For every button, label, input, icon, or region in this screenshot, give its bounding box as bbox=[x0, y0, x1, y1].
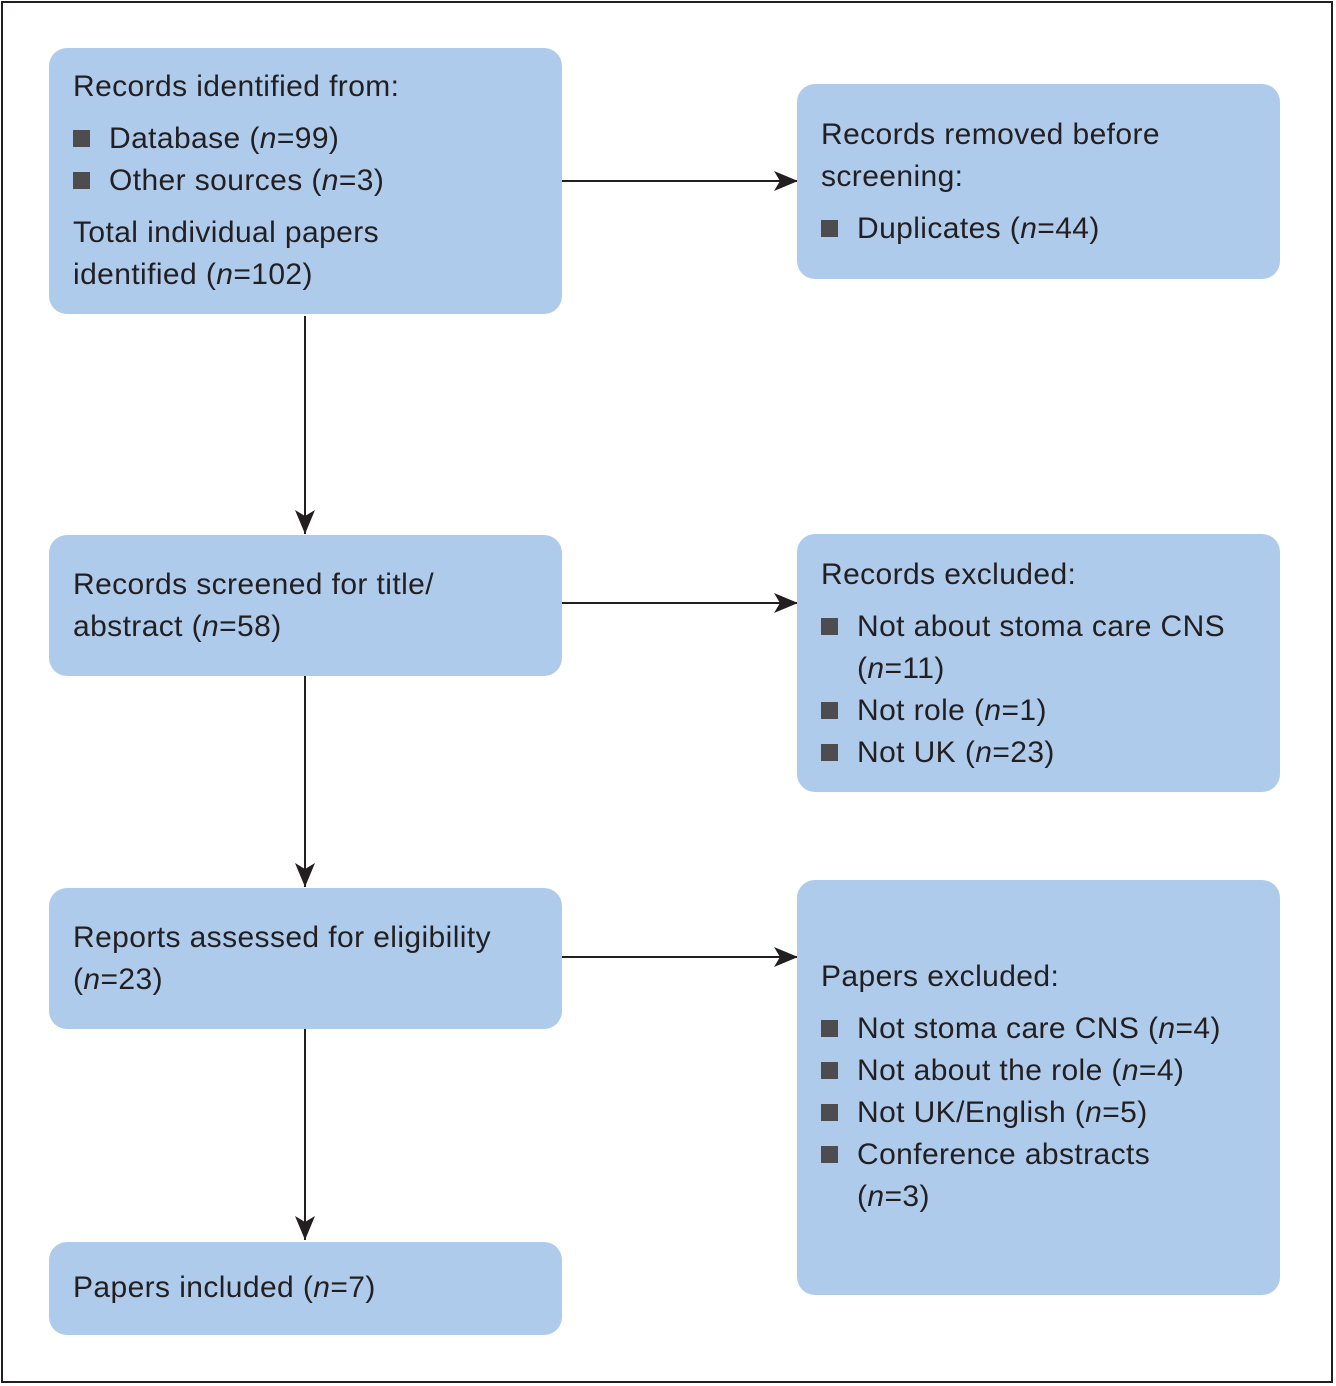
list-item: Duplicates (n=44) bbox=[821, 208, 1256, 250]
list-item: Not UK (n=23) bbox=[821, 732, 1256, 774]
included-line: Papers included (n=7) bbox=[73, 1271, 376, 1304]
screened-line1: Records screened for title/ bbox=[73, 568, 434, 601]
records-excluded-list: Not about stoma care CNS(n=11) Not role … bbox=[821, 606, 1256, 774]
list-item: Not about stoma care CNS(n=11) bbox=[821, 606, 1256, 690]
identification-heading: Records identified from: bbox=[73, 70, 400, 103]
list-item: Conference abstracts(n=3) bbox=[821, 1134, 1256, 1218]
removed-heading-line1: Records removed before bbox=[821, 118, 1160, 151]
list-item: Not stoma care CNS (n=4) bbox=[821, 1008, 1256, 1050]
identification-list: Database (n=99) Other sources (n=3) bbox=[73, 118, 538, 202]
identification-total-line2: identified (n=102) bbox=[73, 258, 313, 291]
identification-box: Records identified from: Database (n=99)… bbox=[49, 48, 562, 314]
papers-excluded-list: Not stoma care CNS (n=4) Not about the r… bbox=[821, 1008, 1256, 1218]
list-item: Other sources (n=3) bbox=[73, 160, 538, 202]
assessed-box: Reports assessed for eligibility (n=23) bbox=[49, 888, 562, 1029]
papers-excluded-heading: Papers excluded: bbox=[821, 960, 1060, 993]
list-item: Not role (n=1) bbox=[821, 690, 1256, 732]
screened-line2: abstract (n=58) bbox=[73, 610, 282, 643]
records-excluded-box: Records excluded: Not about stoma care C… bbox=[797, 534, 1280, 792]
list-item: Database (n=99) bbox=[73, 118, 538, 160]
assessed-line2: (n=23) bbox=[73, 963, 163, 996]
included-box: Papers included (n=7) bbox=[49, 1242, 562, 1335]
list-item: Not about the role (n=4) bbox=[821, 1050, 1256, 1092]
removed-box: Records removed before screening: Duplic… bbox=[797, 84, 1280, 279]
removed-heading-line2: screening: bbox=[821, 160, 964, 193]
removed-list: Duplicates (n=44) bbox=[821, 208, 1256, 250]
identification-total-line1: Total individual papers bbox=[73, 216, 380, 249]
records-excluded-heading: Records excluded: bbox=[821, 558, 1077, 591]
list-item: Not UK/English (n=5) bbox=[821, 1092, 1256, 1134]
papers-excluded-box: Papers excluded: Not stoma care CNS (n=4… bbox=[797, 880, 1280, 1295]
assessed-line1: Reports assessed for eligibility bbox=[73, 921, 491, 954]
screened-box: Records screened for title/ abstract (n=… bbox=[49, 535, 562, 676]
